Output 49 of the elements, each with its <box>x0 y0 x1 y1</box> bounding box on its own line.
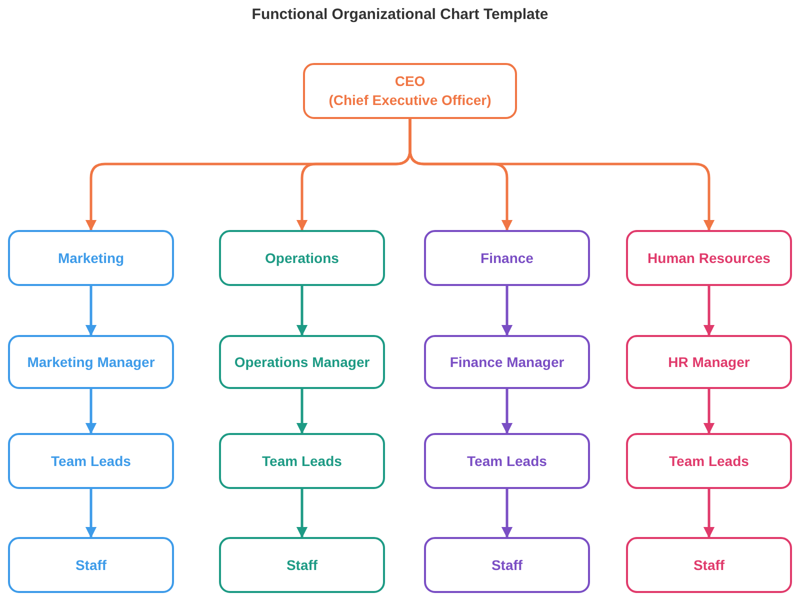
node-label: HR Manager <box>668 352 750 372</box>
department-box <box>219 433 385 489</box>
department-box <box>626 335 792 389</box>
department-box <box>424 335 590 389</box>
node-label: CEO <box>394 72 426 91</box>
arrow <box>703 489 715 538</box>
department-box <box>8 230 174 286</box>
node-label: Operations Manager <box>234 352 370 372</box>
node-label: Human Resources <box>648 248 770 268</box>
chart-title: Functional Organizational Chart Template <box>250 6 550 23</box>
department-box <box>424 433 590 489</box>
arrow <box>703 286 715 336</box>
arrow <box>85 489 97 538</box>
arrow <box>85 286 97 336</box>
arrow <box>703 389 715 434</box>
arrow <box>296 389 308 434</box>
department-box <box>8 335 174 389</box>
department-box <box>219 230 385 286</box>
arrow <box>296 286 308 336</box>
arrow <box>296 489 308 538</box>
executive-box <box>303 63 517 119</box>
department-box <box>424 537 590 593</box>
node-label: Marketing <box>58 248 124 268</box>
department-box <box>8 433 174 489</box>
arrow <box>501 286 513 336</box>
department-box <box>424 230 590 286</box>
department-box <box>8 537 174 593</box>
department-box <box>626 537 792 593</box>
node-label: Staff <box>491 556 523 574</box>
department-box <box>626 230 792 286</box>
node-label: Staff <box>75 556 107 574</box>
node-label: Team Leads <box>51 452 131 470</box>
node-label: Team Leads <box>467 452 547 470</box>
node-label: Operations <box>265 248 339 268</box>
department-box <box>219 537 385 593</box>
arrow <box>408 119 715 232</box>
node-label: Finance <box>480 248 534 268</box>
node-label: Team Leads <box>669 452 749 470</box>
arrow <box>501 489 513 538</box>
department-box <box>219 335 385 389</box>
node-label: Staff <box>693 556 725 574</box>
node-label: Finance Manager <box>450 352 564 372</box>
node-label: (Chief Executive Officer) <box>328 91 492 110</box>
arrow <box>501 389 513 434</box>
node-label: Staff <box>286 556 318 574</box>
node-label: Team Leads <box>262 452 342 470</box>
node-label: Marketing Manager <box>27 352 155 372</box>
arrow <box>85 389 97 434</box>
department-box <box>626 433 792 489</box>
